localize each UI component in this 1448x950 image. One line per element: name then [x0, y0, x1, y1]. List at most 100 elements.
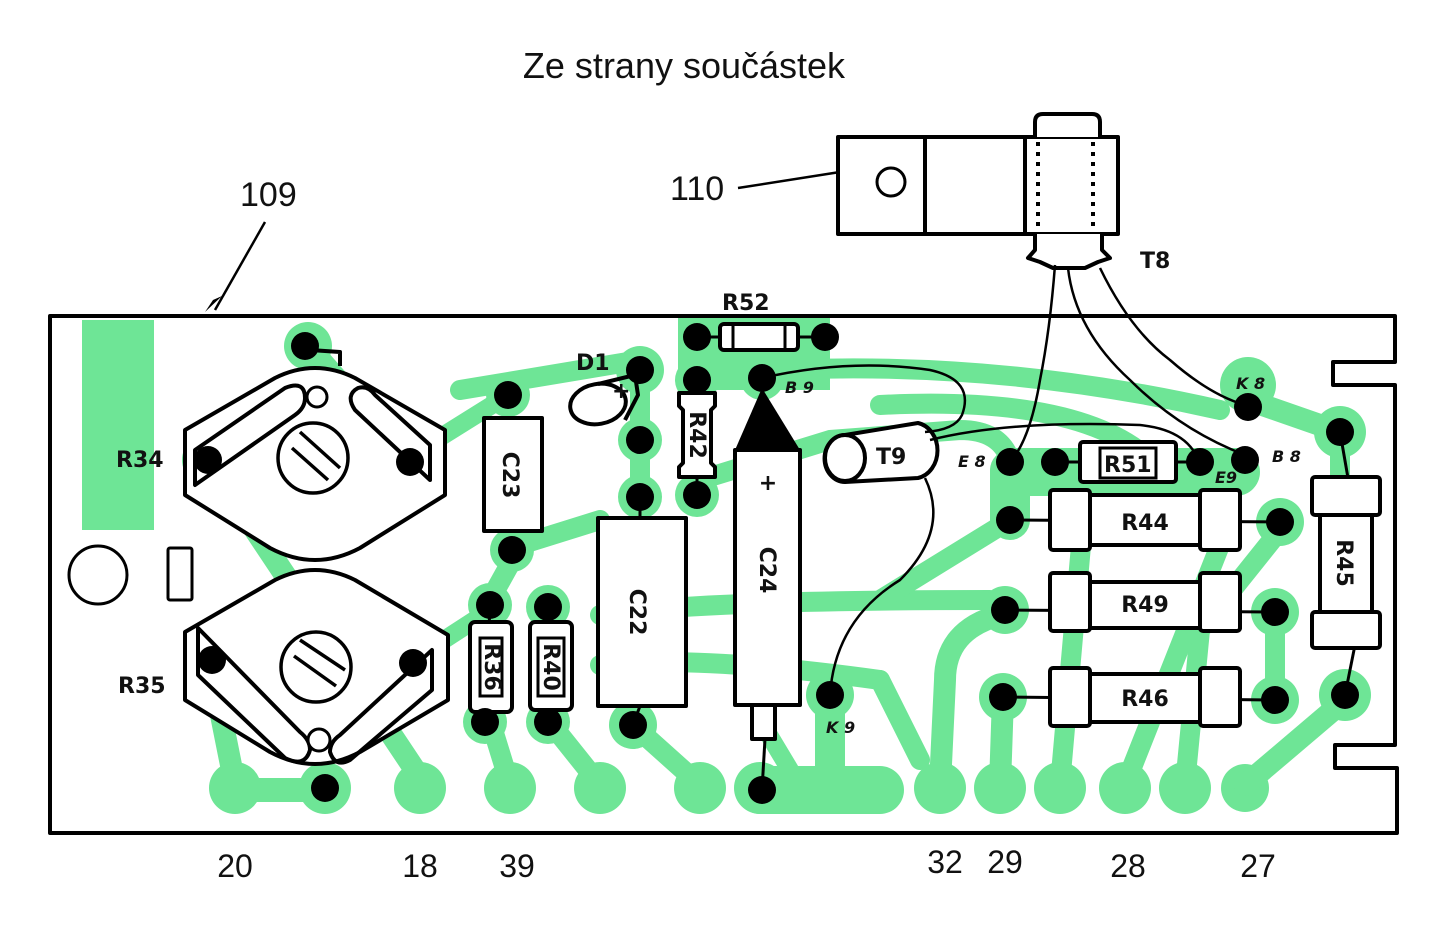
solder-pad [534, 593, 562, 621]
solder-pad [683, 481, 711, 509]
solder-pad [498, 536, 526, 564]
solder-pad [1231, 446, 1259, 474]
solder-pad [1234, 393, 1262, 421]
t8-lead-emitter [1009, 264, 1057, 463]
slot-cutout [166, 546, 194, 602]
solder-pad [996, 506, 1024, 534]
solder-pad [1266, 508, 1294, 536]
solder-pad [626, 426, 654, 454]
solder-pad [626, 356, 654, 384]
r46-label: R46 [1121, 687, 1169, 712]
copper-trace [770, 358, 1230, 420]
board-outline [48, 314, 1399, 835]
solder-pad [989, 683, 1017, 711]
d1-polarity-mark: + [612, 379, 630, 404]
solder-pad [396, 448, 424, 476]
solder-pad [996, 448, 1024, 476]
copper-trace [870, 670, 930, 770]
copper-trace [1115, 510, 1240, 795]
capacitor-c24 [733, 388, 802, 791]
solder-pad [494, 381, 522, 409]
solder-pad [1331, 681, 1359, 709]
diode-d1 [568, 373, 640, 427]
c24-label: C24 [754, 547, 779, 594]
t8-lead-base [1066, 267, 1246, 457]
resistor-r42 [677, 380, 717, 495]
solder-pad [619, 711, 647, 739]
pin-label-k8: K 8 [1236, 374, 1265, 393]
pin-label-b9: B 9 [785, 378, 814, 397]
transistor-t8 [1009, 112, 1246, 463]
callout-109-label: 109 [240, 176, 297, 214]
copper-trace [510, 510, 610, 555]
mounting-hole-icon [67, 544, 129, 606]
r45-label: R45 [1331, 539, 1356, 587]
solder-pad [198, 646, 226, 674]
c22-label: C22 [624, 589, 649, 636]
t8-lead-collector [1098, 267, 1246, 407]
capacitor-c22 [596, 516, 688, 708]
r40-label: R40 [538, 643, 563, 691]
resistor-r46 [1002, 666, 1276, 728]
connector-number: 20 [217, 848, 253, 884]
solder-pad [683, 366, 711, 394]
r49-label: R49 [1121, 593, 1169, 618]
solder-pad [291, 332, 319, 360]
d1-label: D1 [576, 351, 610, 376]
solder-pad [991, 596, 1019, 624]
resistor-r51 [1055, 440, 1200, 484]
c23-label: C23 [497, 452, 522, 499]
solder-pad [748, 776, 776, 804]
copper-shield-block [82, 320, 154, 530]
r36-label: R36 [479, 643, 504, 691]
resistor-r40 [528, 607, 574, 722]
mounting-hole-icon [875, 166, 907, 198]
copper-trace [929, 604, 1011, 796]
copper-pad [394, 762, 446, 814]
solder-pad [626, 483, 654, 511]
capacitor-c23 [482, 416, 544, 533]
t9-label: T9 [876, 445, 906, 470]
solder-pad [534, 708, 562, 736]
trimmer-adjust-screw-icon [276, 421, 350, 495]
connector-number: 29 [987, 844, 1023, 880]
connector-number: 27 [1240, 848, 1276, 884]
r44-label: R44 [1121, 511, 1169, 536]
connector-number: 39 [499, 848, 535, 884]
t9-lead-collector [828, 477, 935, 696]
r42-label: R42 [684, 411, 709, 459]
solder-pad [311, 774, 339, 802]
solder-pad [1261, 686, 1289, 714]
heatsink-110 [836, 135, 1120, 236]
pin-label-k9: K 9 [826, 718, 855, 737]
callout-109-arrow [213, 221, 267, 311]
copper-trace [989, 686, 1014, 796]
connector-number: 18 [402, 848, 438, 884]
r35-label: R35 [118, 674, 166, 699]
t8-label: T8 [1140, 249, 1170, 274]
r34-label: R34 [116, 448, 164, 473]
callout-109-arrowhead [205, 296, 222, 312]
solder-pad [194, 446, 222, 474]
solder-pad [471, 708, 499, 736]
connector-number: 32 [927, 844, 963, 880]
pin-label-b8: B 8 [1272, 447, 1301, 466]
solder-pad [1041, 448, 1069, 476]
solder-pad [399, 649, 427, 677]
copper-pad [209, 762, 261, 814]
solder-pad [1326, 418, 1354, 446]
t9-lead-emitter [929, 422, 1202, 466]
trimmer-r34 [183, 348, 447, 562]
r51-label: R51 [1104, 453, 1152, 478]
solder-pad [683, 323, 711, 351]
copper-trace [870, 510, 1020, 610]
callout-110-arrow [737, 170, 841, 190]
solder-pad [1186, 448, 1214, 476]
resistor-r52 [697, 322, 825, 352]
r52-label: R52 [722, 291, 770, 316]
solder-pad [811, 323, 839, 351]
pin-label-e9: E9 [1215, 468, 1237, 487]
connector-number: 28 [1110, 848, 1146, 884]
resistor-r45 [1310, 431, 1382, 696]
